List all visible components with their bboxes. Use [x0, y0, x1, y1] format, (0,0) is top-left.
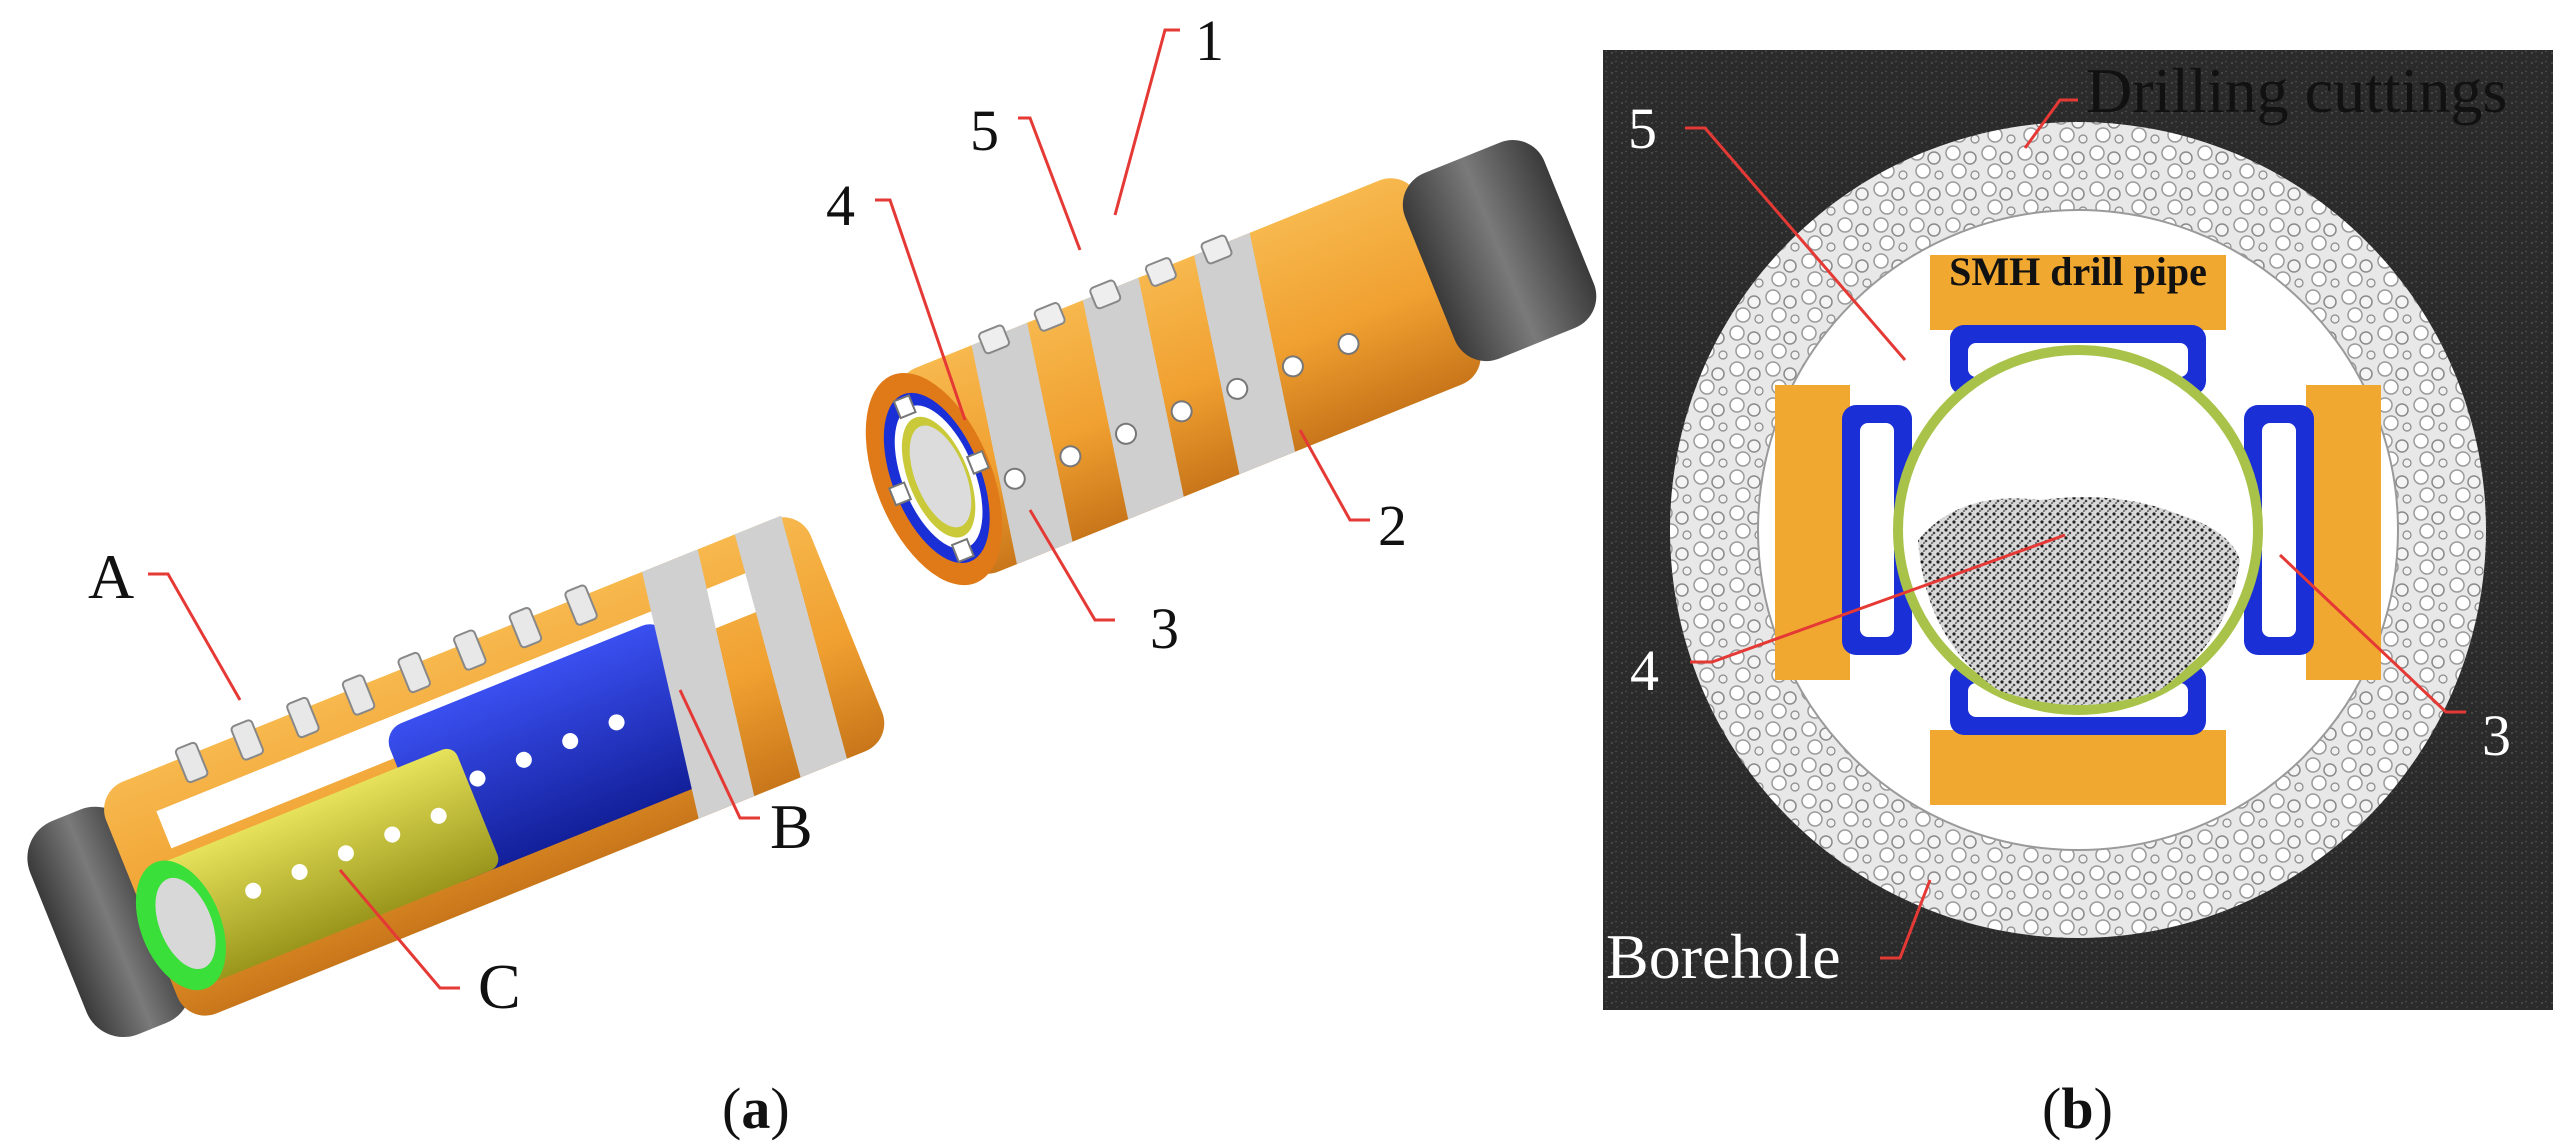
cuttings-pile [1918, 497, 2240, 705]
orange-bottom [1930, 730, 2226, 805]
orange-right [2306, 385, 2381, 680]
callout-borehole: Borehole [1606, 921, 1841, 992]
callout-drilling-cuttings: Drilling cuttings [2086, 55, 2507, 126]
orange-top [1930, 255, 2226, 330]
callout-3: 3 [1150, 596, 1179, 661]
callout-1: 1 [1195, 8, 1224, 73]
leader-borehole [1880, 879, 1932, 960]
panel-a-pipe-assembly: 1 5 4 2 3 A B C (a) [27, 8, 1597, 1141]
inner-bore [155, 877, 216, 970]
callout-5: 5 [970, 98, 999, 163]
leader-1 [1113, 28, 1180, 216]
orange-left [1775, 385, 1850, 680]
leader-4 [875, 198, 967, 421]
caption-b: (b) [2042, 1076, 2113, 1141]
blue-channel-left [1842, 405, 1912, 655]
leader-2 [1298, 429, 1370, 522]
leader-3 [1028, 509, 1115, 622]
inner-tube-c [160, 748, 499, 982]
callout-2: 2 [1378, 493, 1407, 558]
leader-5 [1018, 116, 1082, 251]
helical-stripes-b [971, 232, 1296, 565]
panel-b-leaders [1685, 98, 2466, 960]
orange-segments [1775, 255, 2381, 805]
blue-channel-right [2244, 405, 2314, 655]
leader-b [678, 689, 760, 820]
callout-c: C [478, 951, 521, 1022]
top-slot-row-b [978, 234, 1233, 355]
smh-drill-pipe-title: SMH drill pipe [1949, 249, 2207, 294]
leader-b4 [1690, 533, 2066, 664]
left-thread-end [27, 806, 192, 1038]
helical-stripes-a [642, 515, 847, 819]
upper-pipe-section [865, 139, 1597, 586]
leader-b5 [1685, 126, 1907, 361]
leader-drilling-cuttings [2023, 98, 2078, 149]
inner-tube-holes [245, 807, 447, 899]
callout-a: A [88, 541, 134, 612]
front-face [865, 372, 1003, 586]
leader-b3 [2278, 553, 2466, 714]
callout-b5: 5 [1628, 96, 1657, 161]
callout-b4: 4 [1630, 638, 1659, 703]
leader-c [338, 869, 460, 990]
callout-b3: 3 [2482, 703, 2511, 768]
caption-a: (a) [722, 1076, 790, 1141]
panel-a-leaders [148, 28, 1370, 990]
right-thread-end [1402, 139, 1597, 362]
lower-pipe-section [27, 515, 885, 1038]
blue-layer-holes [469, 714, 625, 787]
leader-a [148, 572, 242, 701]
callout-b: B [770, 791, 813, 862]
hole-row-b [1003, 332, 1360, 490]
callout-4: 4 [826, 173, 855, 238]
panel-b-cross-section: SMH drill pipe Drilling cuttings 5 4 3 B… [1603, 50, 2553, 1141]
top-hole-row [174, 584, 598, 784]
